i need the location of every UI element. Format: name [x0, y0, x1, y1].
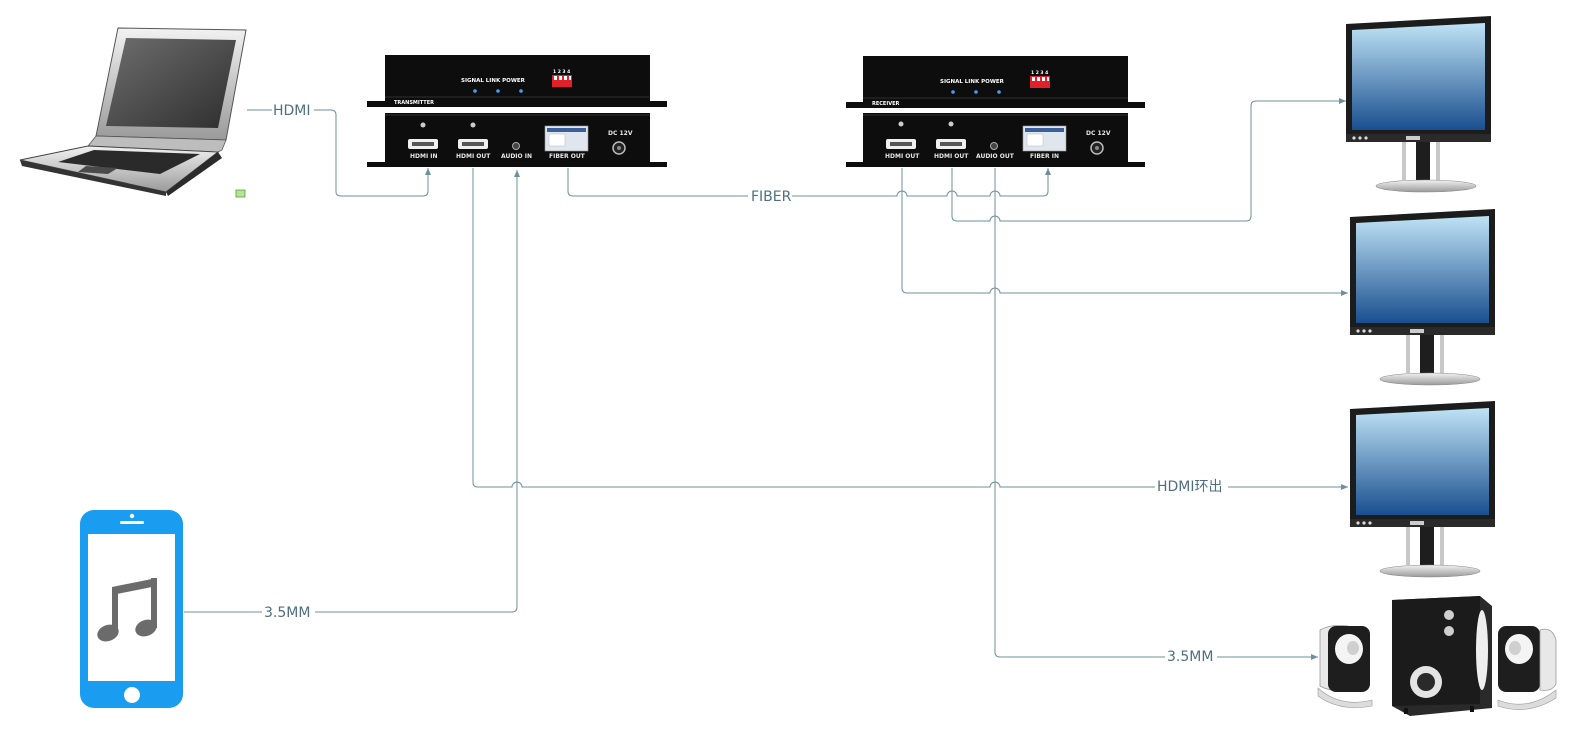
wire-hdmi-loop [472, 168, 1348, 487]
label-hdmi: HDMI [273, 103, 311, 119]
transmitter-port-fiber-out: FIBER OUT [549, 153, 586, 160]
transmitter-dip-numbers: 1 2 3 4 [553, 69, 570, 75]
receiver-port-hdmi-out-1: HDMI OUT [885, 153, 920, 160]
receiver-port-fiber-in: FIBER IN [1030, 153, 1059, 160]
receiver-link-led [974, 90, 978, 94]
speaker-system-icon [1317, 596, 1557, 716]
transmitter-port-dc: DC 12V [608, 130, 633, 137]
wire-hdmi-in [247, 109, 428, 197]
monitor-icon [1349, 400, 1496, 578]
wire-fiber [567, 168, 1048, 197]
transmitter-device: SIGNAL LINK POWER 1 2 3 4 TRANSMITTER HD… [367, 55, 667, 167]
receiver-port-hdmi-out-2: HDMI OUT [934, 153, 969, 160]
wire-hdmi-out-2 [901, 168, 1348, 296]
transmitter-name: TRANSMITTER [394, 100, 434, 106]
transmitter-signal-led [473, 89, 477, 93]
receiver-indicator-label: SIGNAL LINK POWER [940, 79, 1005, 85]
laptop-icon [19, 27, 247, 196]
label-fiber: FIBER [751, 189, 792, 205]
transmitter-port-audio-in: AUDIO IN [501, 153, 532, 160]
music-note-icon [97, 578, 157, 642]
receiver-device: SIGNAL LINK POWER 1 2 3 4 RECEIVER HDMI … [846, 56, 1145, 167]
receiver-signal-led [951, 90, 955, 94]
label-audio-out: 3.5MM [1167, 649, 1213, 665]
monitor-icon [1349, 208, 1496, 386]
receiver-port-audio-out: AUDIO OUT [976, 153, 1015, 160]
label-hdmi-loop: HDMI环出 [1157, 479, 1223, 495]
receiver-dip-numbers: 1 2 3 4 [1031, 70, 1048, 76]
monitor-icon [1345, 15, 1492, 193]
connection-lines [184, 98, 1348, 657]
wire-audio-out [994, 168, 1318, 657]
transmitter-port-hdmi-in: HDMI IN [410, 153, 438, 160]
transmitter-link-led [496, 89, 500, 93]
transmitter-dip-switch [552, 75, 572, 87]
receiver-name: RECEIVER [872, 101, 899, 107]
transmitter-audio-in-jack [512, 142, 520, 150]
transmitter-port-hdmi-out: HDMI OUT [456, 153, 491, 160]
small-green-marker [235, 189, 246, 198]
phone-music-icon [80, 510, 183, 708]
receiver-power-led [997, 90, 1001, 94]
wire-hdmi-out-1 [951, 98, 1346, 222]
receiver-audio-out-jack [990, 142, 998, 150]
label-audio-in: 3.5MM [264, 605, 310, 621]
receiver-port-dc: DC 12V [1086, 130, 1111, 137]
receiver-dip-switch [1030, 76, 1050, 88]
transmitter-power-led [519, 89, 523, 93]
wire-audio-in [184, 170, 517, 613]
transmitter-indicator-label: SIGNAL LINK POWER [461, 78, 526, 84]
